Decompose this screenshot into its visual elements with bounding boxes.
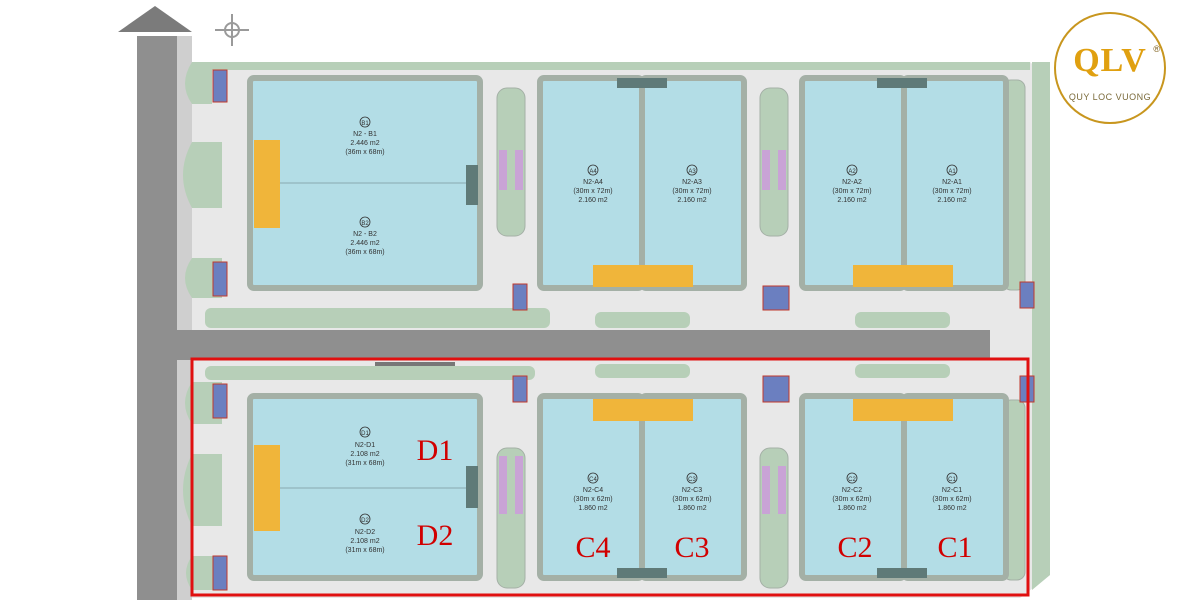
east-green-strip	[1032, 62, 1050, 590]
svg-text:(36m x 68m): (36m x 68m)	[345, 249, 384, 256]
top-block-south-strip	[855, 312, 950, 328]
building-A3	[639, 75, 747, 291]
loading-areas	[254, 140, 953, 531]
svg-text:(31m x 68m): (31m x 68m)	[345, 460, 384, 467]
bottom-block-north-strip	[855, 364, 950, 378]
svg-text:(30m x 62m): (30m x 62m)	[832, 496, 871, 503]
svg-text:(30m x 72m): (30m x 72m)	[832, 188, 871, 195]
svg-text:N2-C4: N2-C4	[583, 487, 603, 494]
gate-markers	[212, 69, 1035, 591]
utility-markers	[499, 150, 786, 514]
svg-text:2.446 m2: 2.446 m2	[350, 140, 379, 147]
svg-text:(36m x 68m): (36m x 68m)	[345, 149, 384, 156]
svg-text:(30m x 72m): (30m x 72m)	[573, 188, 612, 195]
unit-A3: A3 N2-A3 (30m x 72m) 2.160 m2	[672, 164, 712, 204]
logo-mark: QLV	[1073, 42, 1147, 79]
svg-text:N2-A3: N2-A3	[682, 179, 702, 186]
svg-text:N2-A4: N2-A4	[583, 179, 603, 186]
svg-text:N2-D1: N2-D1	[355, 442, 375, 449]
svg-text:2.160 m2: 2.160 m2	[937, 197, 966, 204]
svg-text:1.860 m2: 1.860 m2	[837, 505, 866, 512]
building-D	[247, 393, 483, 581]
unit-labels: B1 N2 - B1 2.446 m2 (36m x 68m) B2 N2 - …	[345, 116, 972, 554]
svg-text:N2-D2: N2-D2	[355, 529, 375, 536]
svg-text:C4: C4	[589, 477, 597, 483]
building-C3	[639, 393, 747, 581]
svg-text:D2: D2	[361, 518, 369, 524]
unit-C3: C3 N2-C3 (30m x 62m) 1.860 m2	[672, 472, 712, 512]
north-arrow-icon	[118, 6, 192, 32]
internal-road-horizontal	[177, 330, 990, 360]
highlight-label-C2: C2	[837, 531, 872, 564]
svg-text:1.860 m2: 1.860 m2	[677, 505, 706, 512]
svg-text:1.860 m2: 1.860 m2	[937, 505, 966, 512]
svg-text:2.160 m2: 2.160 m2	[677, 197, 706, 204]
company-logo: QLV ® QUY LOC VUONG	[1054, 12, 1166, 124]
top-block-south-strip	[205, 308, 550, 328]
svg-text:N2-A2: N2-A2	[842, 179, 862, 186]
compass-icon	[215, 14, 249, 46]
highlight-label-D1: D1	[417, 434, 454, 467]
dock-doors	[466, 78, 927, 578]
svg-text:(30m x 62m): (30m x 62m)	[573, 496, 612, 503]
svg-text:2.108 m2: 2.108 m2	[350, 538, 379, 545]
svg-text:(30m x 62m): (30m x 62m)	[672, 496, 711, 503]
unit-A1: A1 N2-A1 (30m x 72m) 2.160 m2	[932, 164, 972, 204]
unit-A2: A2 N2-A2 (30m x 72m) 2.160 m2	[832, 164, 872, 204]
svg-text:A2: A2	[848, 169, 856, 175]
svg-text:2.160 m2: 2.160 m2	[578, 197, 607, 204]
svg-text:C2: C2	[848, 477, 856, 483]
building-A1	[901, 75, 1009, 291]
svg-text:C1: C1	[948, 477, 956, 483]
svg-text:N2-C2: N2-C2	[842, 487, 862, 494]
svg-text:N2-C1: N2-C1	[942, 487, 962, 494]
svg-text:B1: B1	[361, 121, 369, 127]
highlight-label-C4: C4	[575, 531, 610, 564]
unit-A4: A4 N2-A4 (30m x 72m) 2.160 m2	[573, 164, 613, 204]
highlight-frame	[190, 357, 1030, 597]
svg-text:B2: B2	[361, 221, 369, 227]
bottom-block-north-strip	[205, 366, 535, 380]
unit-C4: C4 N2-C4 (30m x 62m) 1.860 m2	[573, 472, 613, 512]
svg-text:C3: C3	[688, 477, 696, 483]
svg-text:2.108 m2: 2.108 m2	[350, 451, 379, 458]
svg-text:A1: A1	[948, 169, 956, 175]
buildings	[247, 75, 1009, 581]
logo-registered: ®	[1153, 44, 1160, 54]
unit-C2: C2 N2-C2 (30m x 62m) 1.860 m2	[832, 472, 872, 512]
unit-D1: D1 N2-D1 2.108 m2 (31m x 68m)	[345, 426, 385, 467]
svg-text:D1: D1	[361, 431, 369, 437]
svg-text:N2-C3: N2-C3	[682, 487, 702, 494]
highlight-label-C1: C1	[937, 531, 972, 564]
bottom-block-north-strip	[595, 364, 690, 378]
highlight-label-C3: C3	[674, 531, 709, 564]
svg-text:(30m x 62m): (30m x 62m)	[932, 496, 971, 503]
unit-B2: B2 N2 - B2 2.446 m2 (36m x 68m)	[345, 216, 385, 256]
unit-B1: B1 N2 - B1 2.446 m2 (36m x 68m)	[345, 116, 385, 156]
svg-text:A3: A3	[688, 169, 696, 175]
svg-text:2.160 m2: 2.160 m2	[837, 197, 866, 204]
highlight-label-D2: D2	[417, 519, 454, 552]
svg-text:(30m x 72m): (30m x 72m)	[672, 188, 711, 195]
unit-D2: D2 N2-D2 2.108 m2 (31m x 68m)	[345, 513, 385, 554]
svg-text:N2 - B2: N2 - B2	[353, 231, 377, 238]
svg-text:N2-A1: N2-A1	[942, 179, 962, 186]
top-block-south-strip	[595, 312, 690, 328]
svg-text:(30m x 72m): (30m x 72m)	[932, 188, 971, 195]
svg-text:(31m x 68m): (31m x 68m)	[345, 547, 384, 554]
svg-text:1.860 m2: 1.860 m2	[578, 505, 607, 512]
building-C1	[901, 393, 1009, 581]
svg-text:N2 - B1: N2 - B1	[353, 131, 377, 138]
north-green-strip	[192, 62, 1030, 70]
unit-C1: C1 N2-C1 (30m x 62m) 1.860 m2	[932, 472, 972, 512]
svg-text:2.446 m2: 2.446 m2	[350, 240, 379, 247]
main-road-vertical	[137, 36, 177, 600]
svg-text:A4: A4	[589, 169, 597, 175]
logo-subtitle: QUY LOC VUONG	[1068, 92, 1152, 102]
